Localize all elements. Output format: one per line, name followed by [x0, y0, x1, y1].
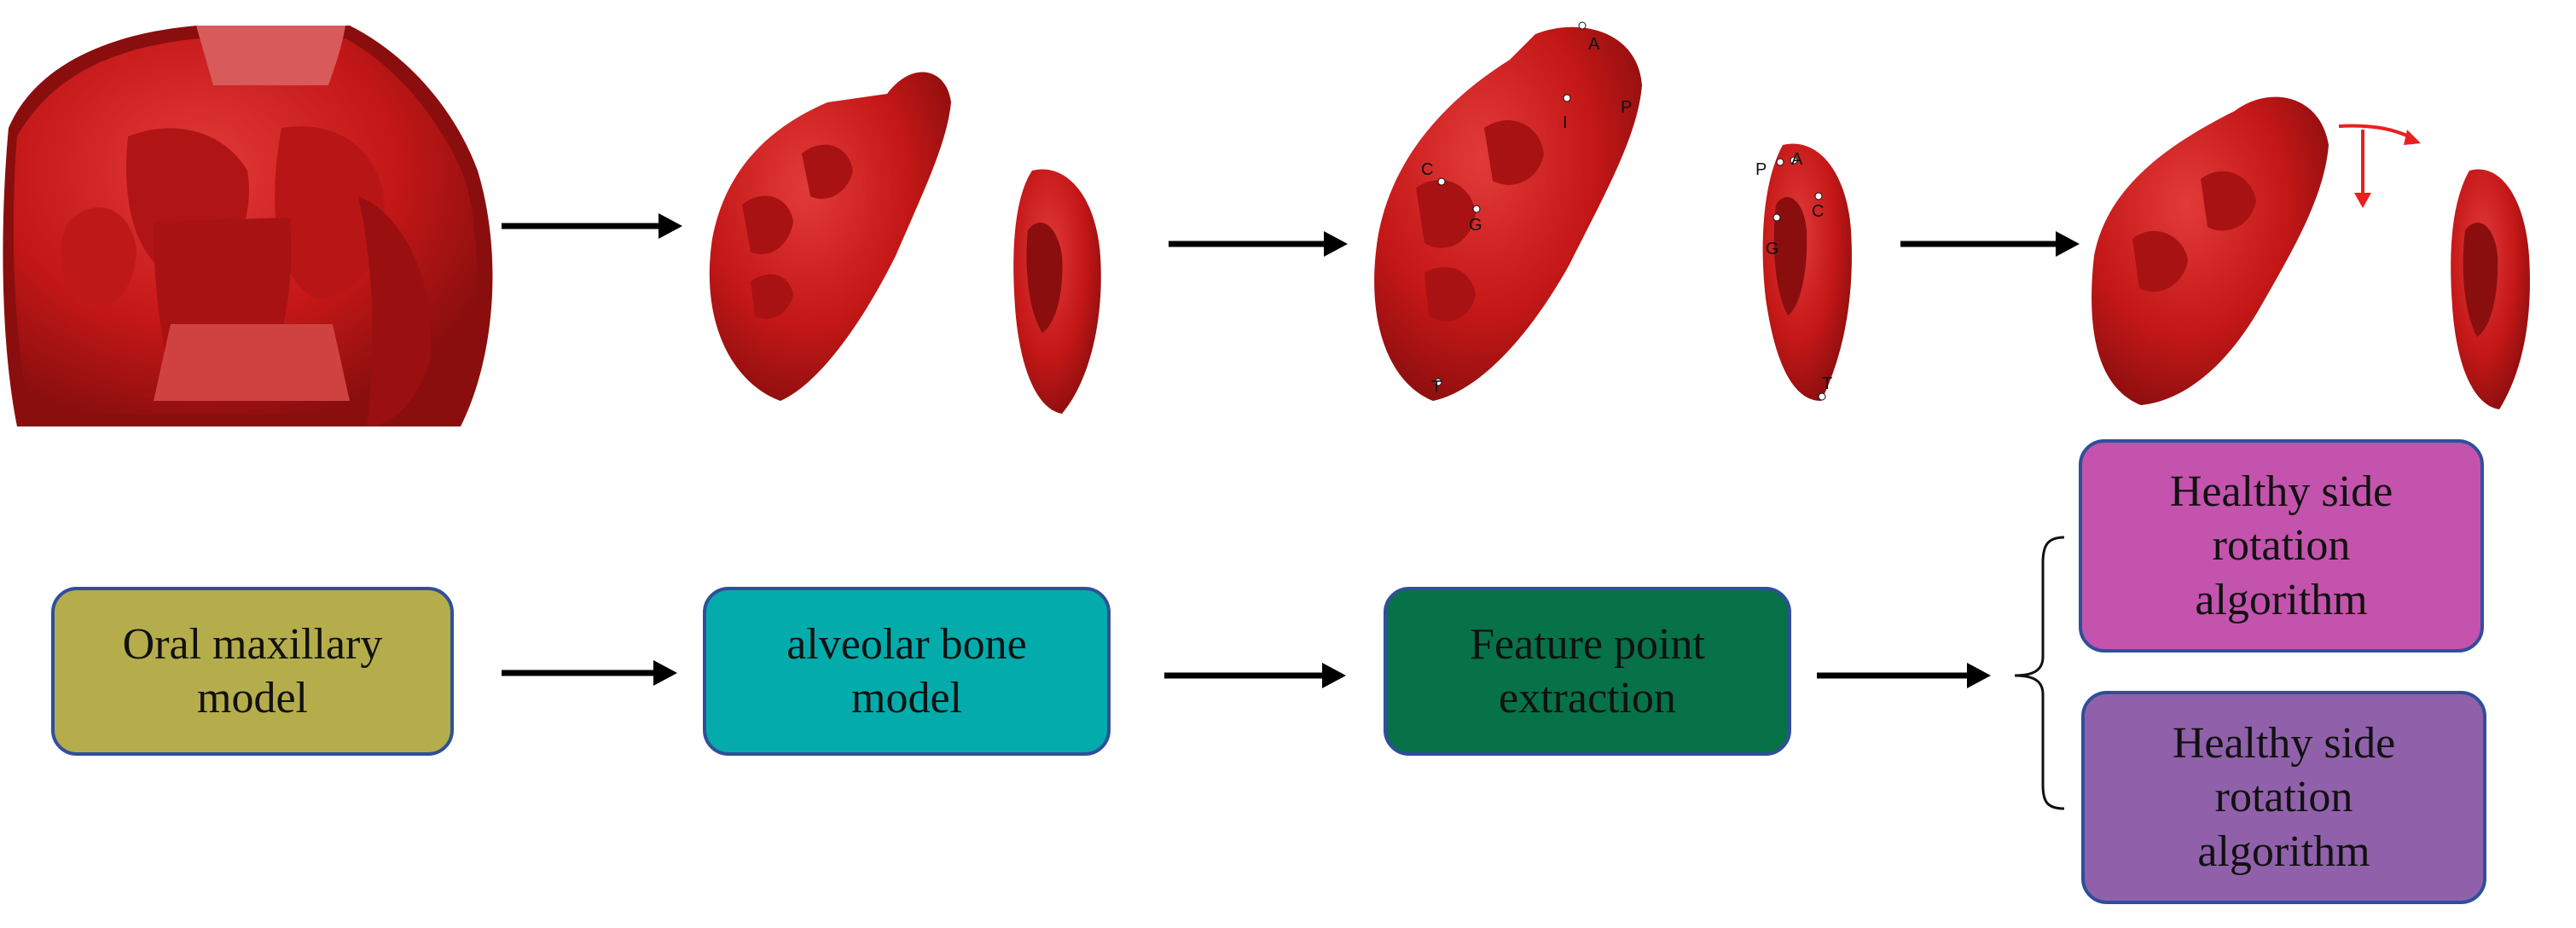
- feature-point-model-image: A P I C G T P A C G T: [1374, 21, 1852, 401]
- bottom-flow-arrows: [502, 536, 2065, 810]
- alveolar-bone-model-label: alveolar bone model: [786, 619, 1027, 722]
- rotation-algorithm-box-bottom: Healthy side rotation algorithm: [2081, 691, 2486, 904]
- alveolar-bone-model-image: [709, 72, 1101, 414]
- arrow-right-icon: [1900, 231, 2080, 257]
- arrow-right-icon: [502, 213, 682, 239]
- oral-maxillary-model-image: [3, 26, 493, 426]
- rotation-algorithm-label-bottom: Healthy side rotation algorithm: [2172, 718, 2396, 876]
- feature-point-extraction-label: Feature point extraction: [1470, 619, 1705, 722]
- arrow-right-icon: [1164, 663, 1346, 688]
- landmark-label-i: I: [1563, 113, 1568, 132]
- top-flow-arrows: [502, 213, 2080, 257]
- side-landmark-label-t: T: [1822, 374, 1832, 393]
- rotation-arrow-icon: [2338, 124, 2421, 208]
- side-landmark-label-g: G: [1766, 240, 1779, 258]
- side-landmark-label-a: A: [1791, 150, 1803, 169]
- arrow-right-icon: [1169, 231, 1348, 257]
- side-landmark-label-c: C: [1812, 202, 1824, 221]
- arrow-right-icon: [502, 660, 677, 686]
- feature-point-extraction-box: Feature point extraction: [1384, 587, 1791, 756]
- rotated-model-image: [2092, 96, 2530, 409]
- curly-brace: [2014, 536, 2065, 810]
- alveolar-bone-model-box: alveolar bone model: [703, 587, 1111, 756]
- rotation-algorithm-label-top: Healthy side rotation algorithm: [2169, 467, 2393, 624]
- oral-maxillary-model-box: Oral maxillary model: [51, 587, 454, 756]
- landmark-label-p: P: [1621, 98, 1632, 117]
- rotation-algorithm-box-top: Healthy side rotation algorithm: [2079, 439, 2484, 652]
- landmark-label-t: T: [1431, 378, 1442, 397]
- arrow-right-icon: [1817, 663, 1991, 688]
- oral-maxillary-model-label: Oral maxillary model: [122, 619, 383, 722]
- landmark-label-a: A: [1588, 35, 1600, 54]
- landmark-label-c: C: [1421, 160, 1433, 179]
- side-landmark-label-p: P: [1755, 160, 1767, 179]
- landmark-label-g: G: [1469, 216, 1482, 235]
